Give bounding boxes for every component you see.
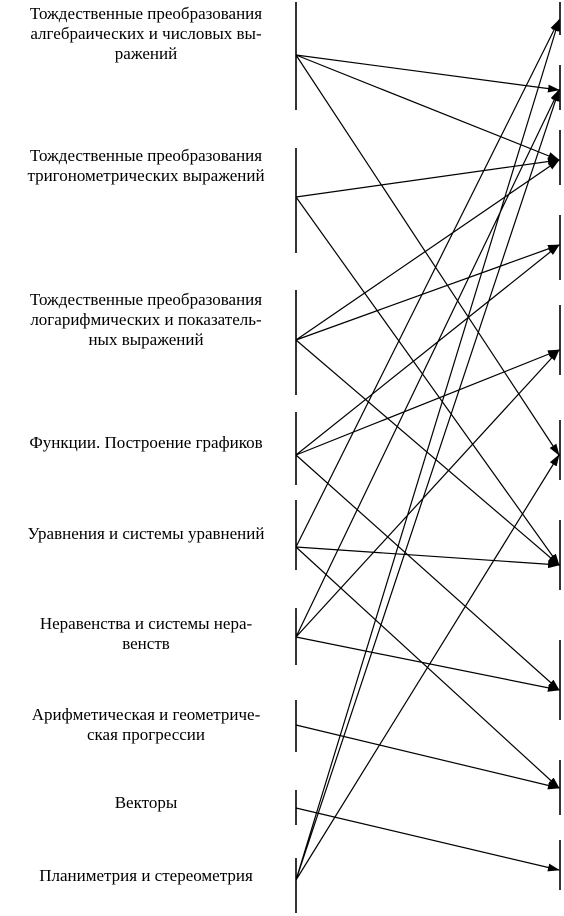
- connection-arrow-t8-r10: [295, 807, 560, 872]
- connection-arrow-t5-r7: [295, 546, 560, 569]
- connection-arrow-t4-r8: [295, 454, 560, 691]
- connection-arrow-t1-r6: [295, 54, 560, 456]
- connection-arrow-t3-r3: [295, 159, 560, 341]
- connection-arrow-t9-r2: [295, 89, 560, 881]
- topic-label-3: Тождественные преобразования логарифмиче…: [29, 290, 263, 349]
- topic-label-5: Уравнения и системы уравнений: [27, 524, 265, 543]
- connection-arrow-t9-r1: [295, 19, 560, 881]
- connection-arrow-t1-r3: [295, 54, 560, 161]
- connection-arrow-t3-r4: [295, 244, 560, 341]
- topic-label-2: Тождественные преобразования тригонометр…: [27, 146, 265, 185]
- connection-arrow-t6-r2: [295, 89, 560, 638]
- topic-label-8: Векторы: [114, 793, 178, 812]
- connection-arrow-t4-r5: [295, 349, 560, 456]
- connection-arrow-t6-r5: [295, 349, 560, 638]
- connection-arrow-t6-r8: [295, 636, 560, 692]
- connection-arrow-t9-r6: [295, 454, 560, 881]
- topic-label-1: Тождественные преобразования алгебраичес…: [29, 4, 263, 63]
- topic-label-6: Неравенства и системы нера- венств: [39, 614, 253, 653]
- connection-arrow-t2-r7: [295, 196, 560, 566]
- connection-arrow-t3-r7: [295, 339, 560, 566]
- connection-arrow-t1-r2: [295, 54, 560, 93]
- connection-arrow-t2-r3: [295, 157, 560, 198]
- connection-arrow-t4-r4: [295, 244, 560, 456]
- topic-label-9: Планиметрия и стереометрия: [39, 866, 253, 885]
- topic-label-7: Арифметическая и геометриче- ская прогре…: [31, 705, 261, 744]
- topic-label-4: Функции. Построение графиков: [29, 433, 263, 452]
- connection-lines: [295, 19, 560, 881]
- connection-arrow-t5-r1: [295, 19, 560, 548]
- connection-arrow-t7-r9: [295, 724, 560, 790]
